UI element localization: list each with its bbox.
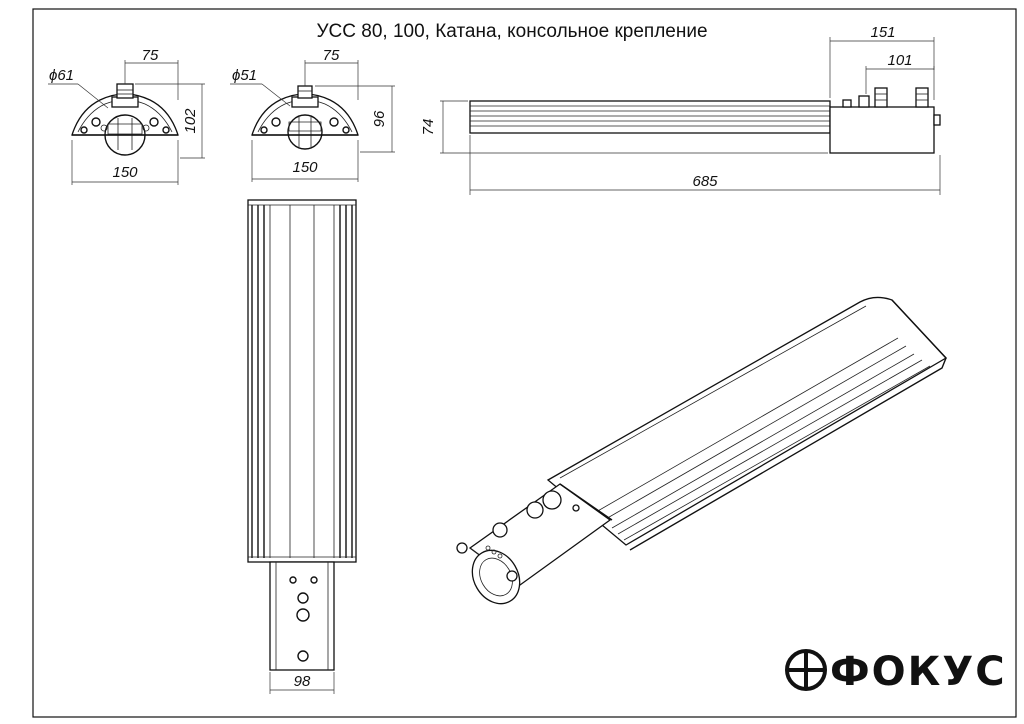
dim-75-b: 75 [323, 47, 340, 64]
dim-96: 96 [371, 110, 388, 127]
logo-text: ФОКУС [830, 649, 1007, 695]
dim-102: 102 [182, 108, 199, 134]
drawing-title: УСС 80, 100, Катана, консольное креплени… [316, 21, 707, 42]
front-view-d51 [230, 60, 395, 182]
dim-150-b: 150 [292, 159, 318, 176]
logo: ФОКУС [785, 649, 1007, 695]
dim-151: 151 [870, 24, 895, 41]
dim-74: 74 [420, 119, 437, 136]
dim-98: 98 [294, 673, 311, 690]
dim-75-a: 75 [142, 47, 159, 64]
dim-d61: ϕ61 [49, 67, 74, 84]
dim-101: 101 [887, 52, 912, 69]
dim-150-a: 150 [112, 164, 138, 181]
side-view [440, 37, 941, 195]
drawing-frame [32, 8, 1017, 718]
dim-d51: ϕ51 [232, 67, 257, 84]
isometric-view [456, 296, 948, 605]
dim-685: 685 [692, 173, 718, 190]
top-view [247, 199, 357, 694]
front-view-d61 [48, 60, 205, 185]
